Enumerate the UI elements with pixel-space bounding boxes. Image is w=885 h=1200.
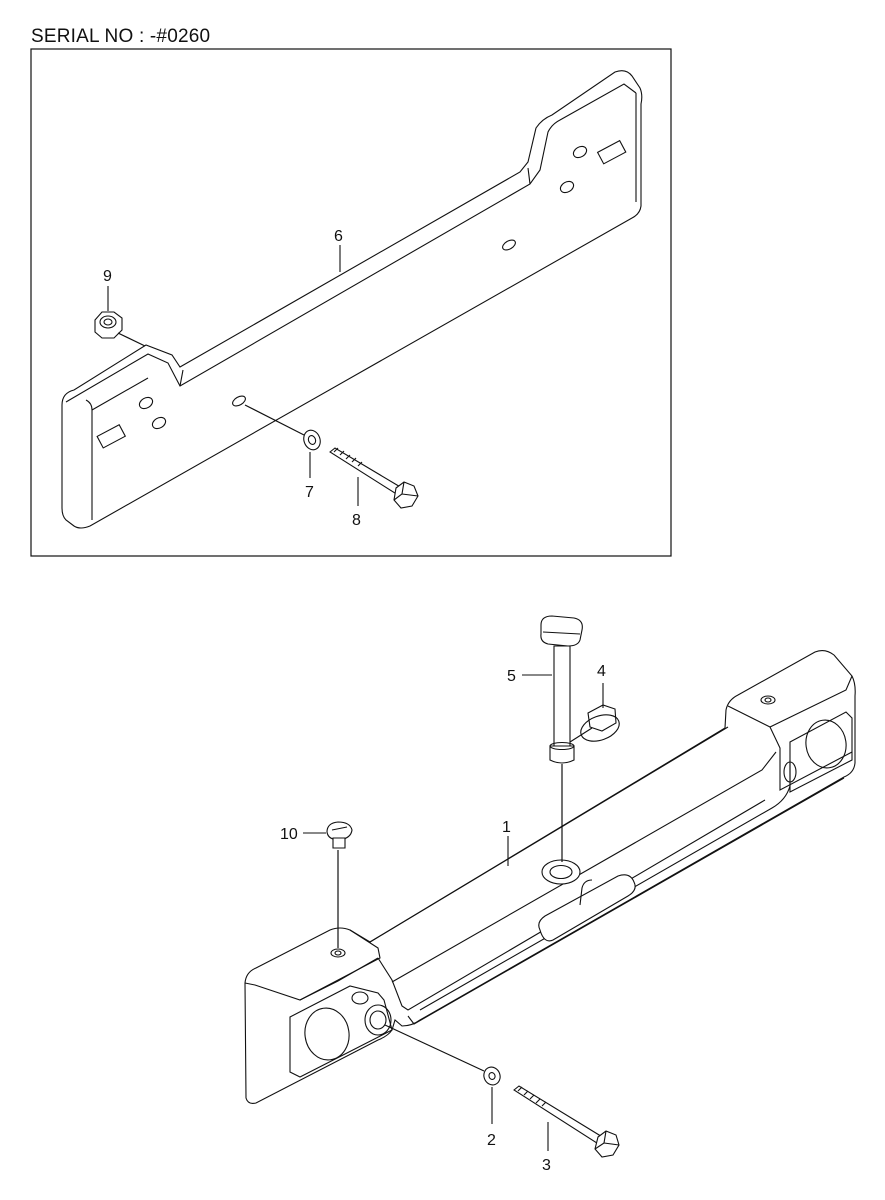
callout-1: 1 xyxy=(502,819,511,836)
hitch-pin xyxy=(540,615,583,764)
washer-lower xyxy=(483,1066,501,1086)
inset-frame xyxy=(30,48,672,557)
callout-8: 8 xyxy=(352,512,361,529)
plug-bolt xyxy=(326,821,353,849)
callout-2: 2 xyxy=(487,1132,496,1149)
callout-3: 3 xyxy=(542,1157,551,1174)
callout-5: 5 xyxy=(507,668,516,685)
washer-upper xyxy=(303,429,321,451)
counterweight-body xyxy=(244,649,856,1104)
serial-number-label: SERIAL NO : -#0260 xyxy=(31,26,211,47)
nut-axis-line xyxy=(117,332,146,347)
bolt-upper xyxy=(329,447,419,509)
callout-4: 4 xyxy=(597,663,606,680)
callout-10: 10 xyxy=(280,826,298,843)
washer-axis-line xyxy=(244,404,305,436)
bolt-lower xyxy=(513,1085,620,1158)
callout-7: 7 xyxy=(305,484,314,501)
washer-lower-axis-line xyxy=(384,1024,485,1072)
counterweight-plate xyxy=(61,70,643,529)
lynch-clip xyxy=(569,704,620,743)
hex-nut xyxy=(94,311,123,339)
callout-6: 6 xyxy=(334,228,343,245)
callout-9: 9 xyxy=(103,268,112,285)
